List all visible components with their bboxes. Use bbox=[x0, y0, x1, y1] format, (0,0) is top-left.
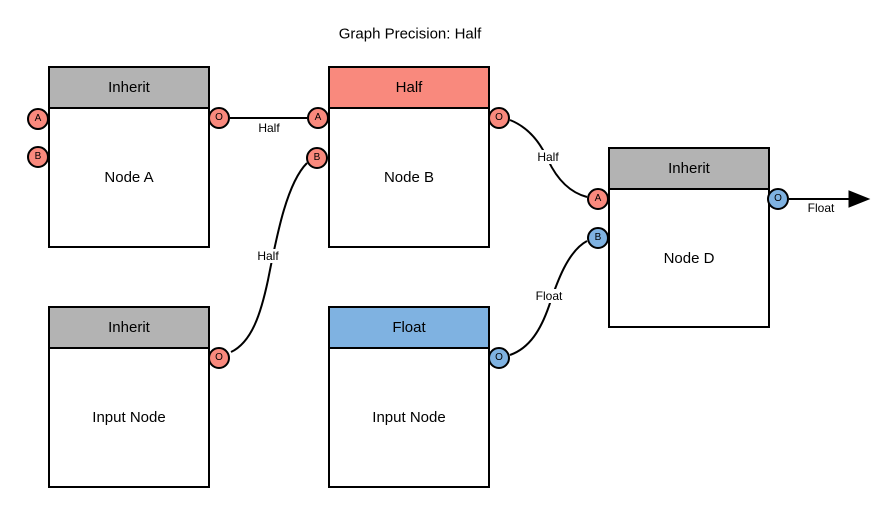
input-node-left-label: Input Node bbox=[92, 409, 166, 426]
edge-label-a-to-b: Half bbox=[256, 121, 282, 135]
input-node-mid-port-o: O bbox=[488, 347, 510, 369]
node-a-port-a: A bbox=[27, 108, 49, 130]
node-a-port-o: O bbox=[208, 107, 230, 129]
node-d-port-a: A bbox=[587, 188, 609, 210]
edge-input-mid-to-node-d bbox=[509, 240, 588, 356]
diagram-title: Graph Precision: Half bbox=[338, 25, 482, 43]
node-b-port-o: O bbox=[488, 107, 510, 129]
node-d-header: Inherit bbox=[610, 149, 768, 190]
edge-label-inputmid-to-d: Float bbox=[533, 289, 565, 303]
edge-label-b-to-d: Half bbox=[535, 150, 561, 164]
node-d-port-b: B bbox=[587, 227, 609, 249]
input-node-left-header: Inherit bbox=[50, 308, 208, 349]
input-node-mid-label: Input Node bbox=[372, 409, 446, 426]
node-a-port-b: B bbox=[27, 146, 49, 168]
arrowhead-icon bbox=[848, 190, 871, 208]
node-b-header: Half bbox=[330, 68, 488, 109]
node-a-header: Inherit bbox=[50, 68, 208, 109]
node-a: Inherit Node A bbox=[48, 66, 210, 248]
input-node-left: Inherit Input Node bbox=[48, 306, 210, 488]
node-d: Inherit Node D bbox=[608, 147, 770, 328]
node-b-label: Node B bbox=[383, 169, 435, 186]
node-d-port-o: O bbox=[767, 188, 789, 210]
node-a-label: Node A bbox=[104, 169, 154, 186]
node-b-port-a: A bbox=[307, 107, 329, 129]
node-b-port-b: B bbox=[306, 147, 328, 169]
edge-label-inputleft-to-b: Half bbox=[255, 249, 281, 263]
input-node-mid: Float Input Node bbox=[328, 306, 490, 488]
input-node-mid-header: Float bbox=[330, 308, 488, 349]
edge-input-left-to-node-b bbox=[230, 162, 308, 353]
node-b: Half Node B bbox=[328, 66, 490, 248]
input-node-left-port-o: O bbox=[208, 347, 230, 369]
edge-label-d-output: Float bbox=[805, 201, 837, 215]
node-d-label: Node D bbox=[663, 249, 715, 267]
